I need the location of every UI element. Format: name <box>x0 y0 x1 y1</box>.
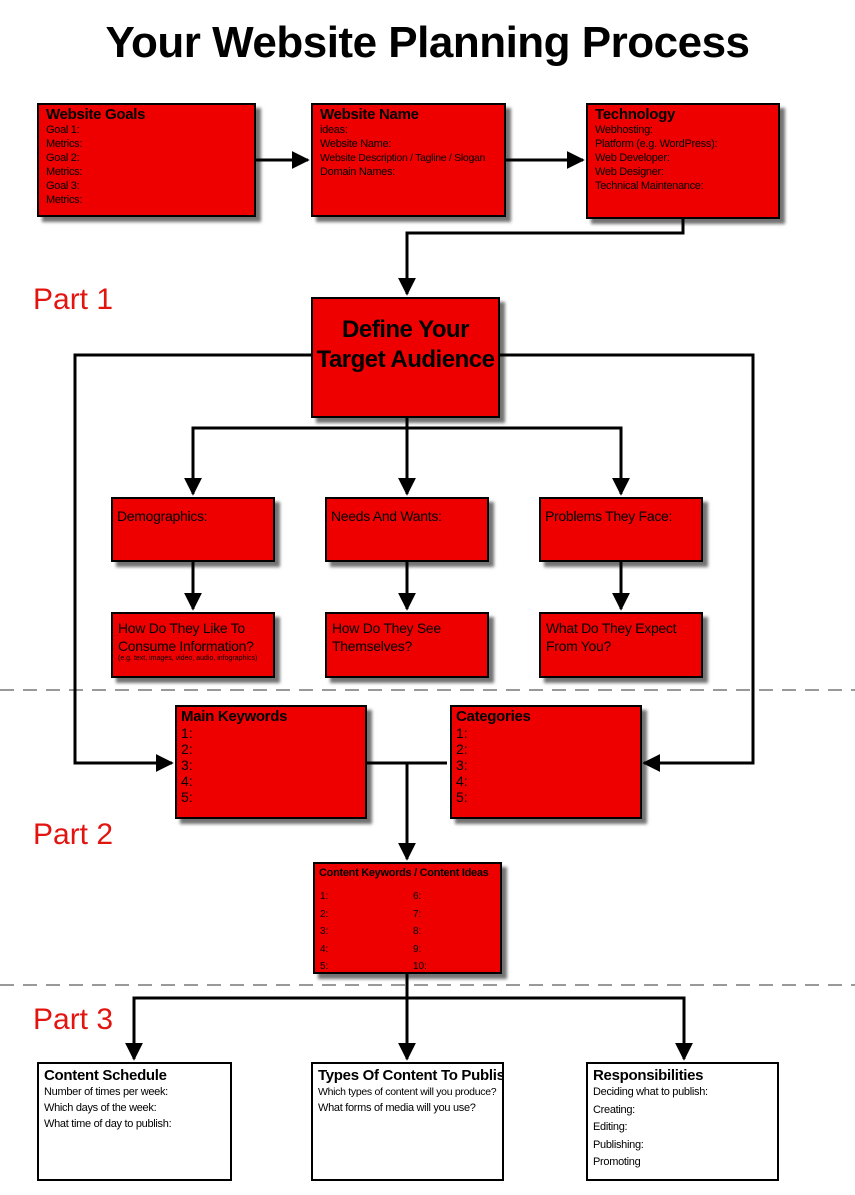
responsibility-line: Publishing: <box>593 1138 644 1151</box>
keyword-item: 3: <box>181 757 193 773</box>
idea-item: 6: <box>413 891 422 902</box>
categories-title: Categories <box>456 708 531 725</box>
page-title: Your Website Planning Process <box>105 18 750 67</box>
tech-line: Technical Maintenance: <box>595 180 704 192</box>
content-ideas-box: Content Keywords / Content Ideas 1: 2: 3… <box>313 862 502 974</box>
content-ideas-title: Content Keywords / Content Ideas <box>319 867 489 879</box>
tech-line: Web Designer: <box>595 166 664 178</box>
tech-line: Platform (e.g. WordPress): <box>595 138 718 150</box>
schedule-line: Number of times per week: <box>44 1086 168 1098</box>
responsibilities-box: Responsibilities Deciding what to publis… <box>586 1062 779 1181</box>
responsibilities-title: Responsibilities <box>593 1067 704 1084</box>
website-name-box: Website Name ideas: Website Name: Websit… <box>311 103 506 217</box>
schedule-line: What time of day to publish: <box>44 1118 172 1130</box>
types-of-content-box: Types Of Content To Publish Which types … <box>311 1062 504 1181</box>
arrow-audience-to-demographics <box>184 418 409 496</box>
responsibility-line: Creating: <box>593 1103 635 1116</box>
see-line-2: Themselves? <box>332 638 412 654</box>
arrow-audience-to-keywords <box>73 353 311 772</box>
content-ideas-left-column: 1: 2: 3: 4: 5: <box>320 888 329 972</box>
idea-item: 3: <box>320 926 329 937</box>
demographics-label: Demographics: <box>117 508 208 524</box>
goals-line: Goal 1: <box>46 124 80 136</box>
category-item: 4: <box>456 773 468 789</box>
idea-item: 8: <box>413 926 422 937</box>
content-ideas-right-column: 6: 7: 8: 9: 10: <box>413 888 427 972</box>
consume-note: (e.g. text, images, video, audio, infogr… <box>118 655 258 662</box>
website-goals-title: Website Goals <box>46 106 146 123</box>
category-item: 2: <box>456 741 468 757</box>
arrow-tech-to-audience <box>398 219 685 296</box>
technology-box: Technology Webhosting: Platform (e.g. Wo… <box>586 103 780 219</box>
target-audience-box: Define Your Target Audience <box>311 297 500 418</box>
schedule-line: Which days of the week: <box>44 1102 157 1114</box>
website-name-title: Website Name <box>320 106 419 123</box>
idea-item: 4: <box>320 943 329 955</box>
expect-line-2: From You? <box>546 638 612 654</box>
audience-line-1: Define Your <box>342 316 469 343</box>
consume-line-2: Consume Information? <box>118 638 254 654</box>
responsibility-line: Deciding what to publish: <box>593 1086 708 1098</box>
consume-info-box: How Do They Like To Consume Information?… <box>111 612 275 678</box>
tech-line: Web Developer: <box>595 152 670 164</box>
content-schedule-title: Content Schedule <box>44 1067 167 1084</box>
idea-item: 2: <box>320 908 329 920</box>
content-schedule-box: Content Schedule Number of times per wee… <box>37 1062 232 1181</box>
demographics-box: Demographics: <box>111 497 275 562</box>
keyword-item: 1: <box>181 725 193 741</box>
name-line: Website Description / Tagline / Slogan <box>320 152 486 164</box>
problems-label: Problems They Face: <box>545 508 673 524</box>
see-line-1: How Do They See <box>332 620 441 636</box>
part-1-label: Part 1 <box>33 283 114 316</box>
website-goals-box: Website Goals Goal 1: Metrics: Goal 2: M… <box>37 103 256 217</box>
part-2-label: Part 2 <box>33 818 114 851</box>
idea-item: 9: <box>413 943 422 955</box>
needs-wants-box: Needs And Wants: <box>325 497 489 562</box>
see-themselves-box: How Do They See Themselves? <box>325 612 489 678</box>
arrow-ideas-to-responsibilities <box>407 996 693 1061</box>
main-keywords-box: Main Keywords 1: 2: 3: 4: 5: <box>175 705 367 819</box>
idea-item: 1: <box>320 891 329 902</box>
tech-line: Webhosting: <box>595 124 653 136</box>
goals-line: Metrics: <box>46 138 83 150</box>
responsibility-line: Promoting <box>593 1156 641 1168</box>
types-of-content-title: Types Of Content To Publish <box>318 1067 504 1084</box>
categories-box: Categories 1: 2: 3: 4: 5: <box>450 705 642 819</box>
goals-line: Goal 2: <box>46 152 80 164</box>
audience-line-2: Target Audience <box>316 346 495 373</box>
idea-item: 7: <box>413 908 422 920</box>
keyword-item: 4: <box>181 773 193 789</box>
technology-title: Technology <box>595 106 676 123</box>
keyword-item: 5: <box>181 789 193 805</box>
needs-wants-label: Needs And Wants: <box>331 508 442 524</box>
expect-box: What Do They Expect From You? <box>539 612 703 678</box>
idea-item: 10: <box>413 961 427 972</box>
category-item: 3: <box>456 757 468 773</box>
name-line: ideas: <box>320 124 348 136</box>
goals-line: Metrics: <box>46 166 83 178</box>
types-line: Which types of content will you produce? <box>318 1086 497 1098</box>
name-line: Website Name: <box>320 138 392 150</box>
arrow-audience-to-categories <box>500 353 755 772</box>
idea-item: 5: <box>320 961 329 972</box>
goals-line: Goal 3: <box>46 180 80 192</box>
main-keywords-title: Main Keywords <box>181 708 288 725</box>
category-item: 5: <box>456 789 468 805</box>
goals-line: Metrics: <box>46 194 83 206</box>
responsibility-line: Editing: <box>593 1121 628 1133</box>
keyword-item: 2: <box>181 741 193 757</box>
arrow-ideas-to-schedule <box>125 996 407 1061</box>
arrow-audience-to-problems <box>407 426 630 496</box>
expect-line-1: What Do They Expect <box>546 620 677 636</box>
problems-box: Problems They Face: <box>539 497 703 562</box>
part-3-label: Part 3 <box>33 1003 114 1036</box>
consume-line-1: How Do They Like To <box>118 620 245 636</box>
types-line: What forms of media will you use? <box>318 1102 476 1114</box>
name-line: Domain Names: <box>320 166 395 178</box>
category-item: 1: <box>456 725 468 741</box>
